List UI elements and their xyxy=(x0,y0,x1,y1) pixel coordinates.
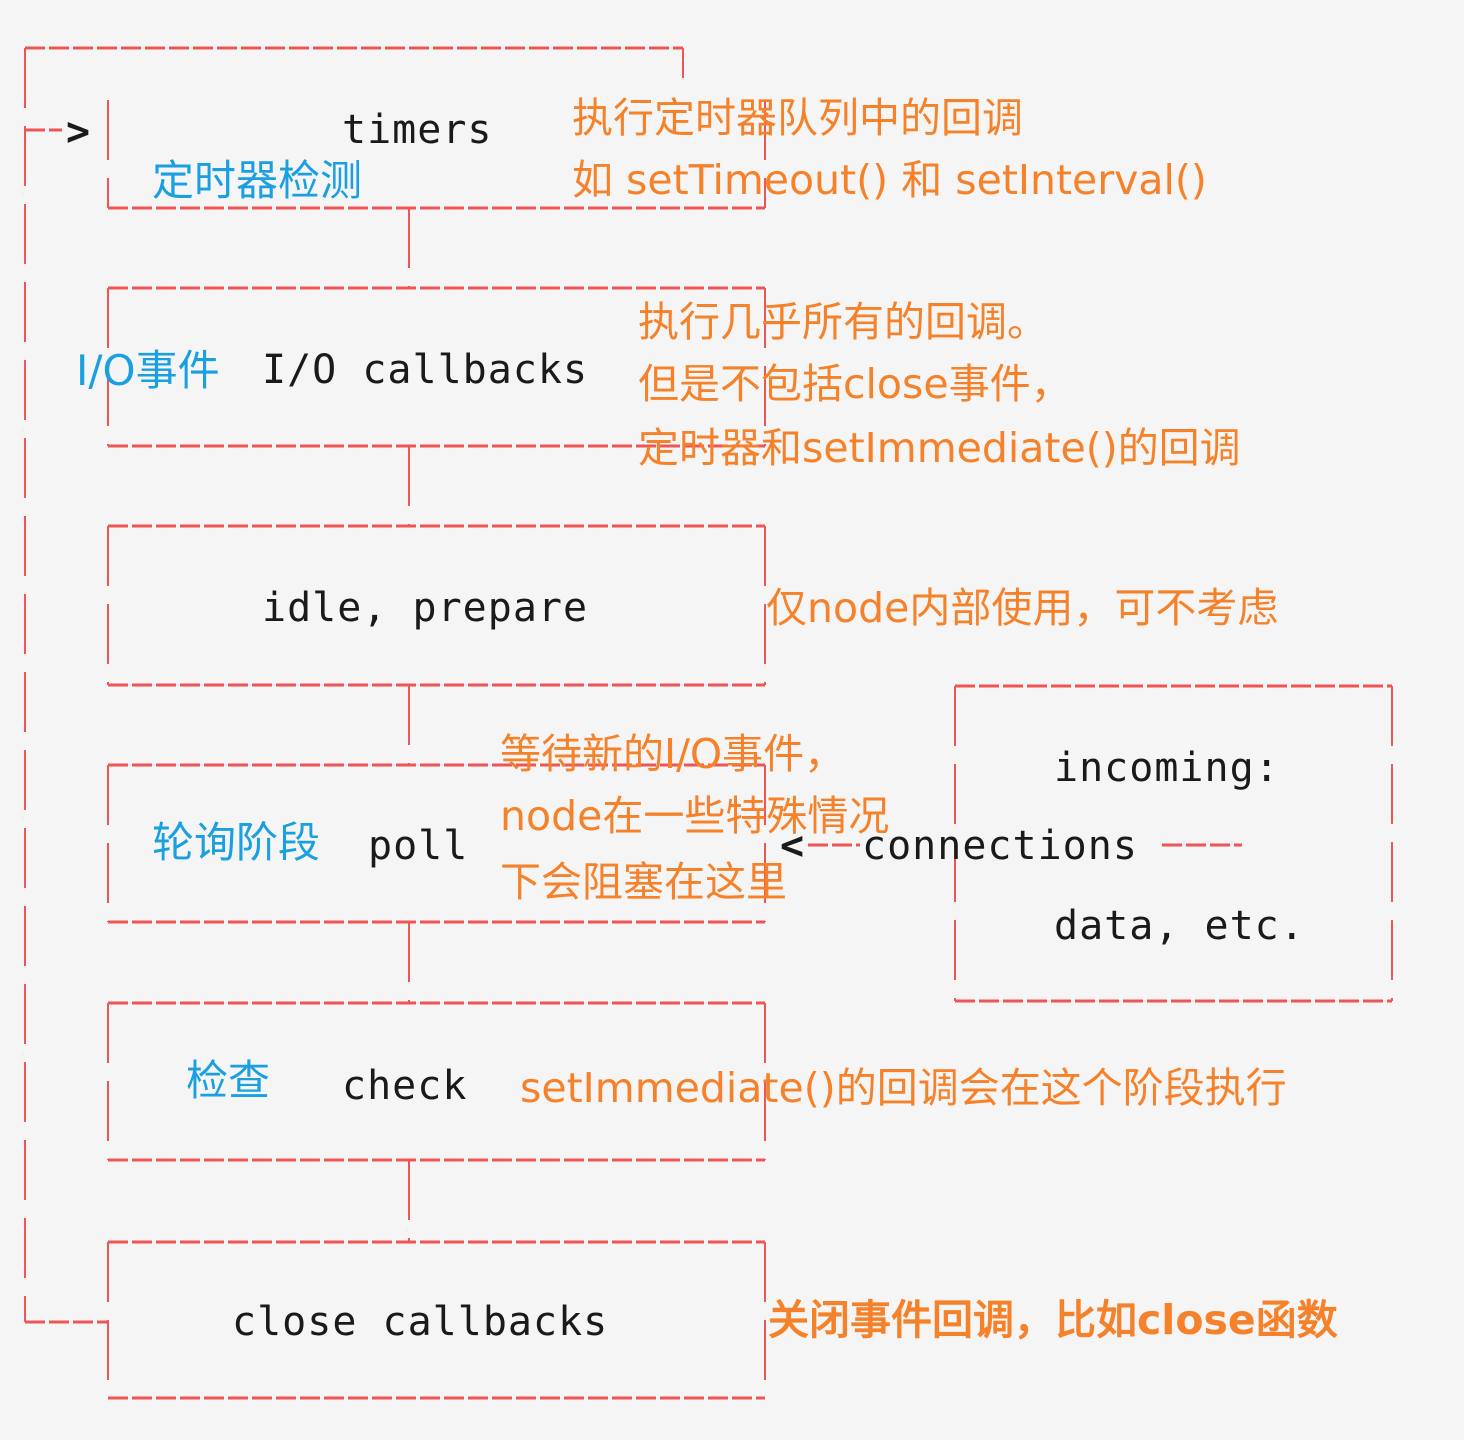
incoming-arrow-head-icon: < xyxy=(780,823,805,869)
phase-check-name: check xyxy=(342,1063,468,1109)
incoming-line1: incoming: xyxy=(1054,745,1280,791)
phase-check-annotation: setImmediate()的回调会在这个阶段执行 xyxy=(520,1064,1287,1112)
phase-timers-annotation-line1: 执行定时器队列中的回调 xyxy=(572,94,1023,142)
loop-arrow-head-icon: > xyxy=(66,109,91,155)
incoming-line3: data, etc. xyxy=(1054,903,1305,949)
phase-poll-annotation-line1: 等待新的I/O事件， xyxy=(500,730,846,778)
phase-io-cn-label: I/O事件 xyxy=(76,346,220,395)
phase-poll-cn-label: 轮询阶段 xyxy=(152,818,321,867)
phase-close-name: close callbacks xyxy=(232,1299,609,1345)
phase-io-annotation-line1: 执行几乎所有的回调。 xyxy=(638,298,1048,346)
phase-timers-name: timers xyxy=(342,107,493,153)
phase-close-annotation: 关闭事件回调，比如close函数 xyxy=(768,1296,1338,1344)
phase-io-annotation-line3: 定时器和setImmediate()的回调 xyxy=(638,424,1241,472)
phase-io-annotation-line2: 但是不包括close事件， xyxy=(638,360,1072,408)
phase-idle-name: idle, prepare xyxy=(262,585,589,631)
phase-poll-annotation-line2: node在一些特殊情况 xyxy=(500,792,890,840)
phase-poll-name: poll xyxy=(368,823,469,869)
incoming-line2: connections xyxy=(862,823,1138,869)
phase-timers-cn-label: 定时器检测 xyxy=(152,156,363,205)
phase-io-name: I/O callbacks xyxy=(262,347,589,393)
phase-idle-annotation: 仅node内部使用，可不考虑 xyxy=(766,584,1279,632)
phase-poll-annotation-line3: 下会阻塞在这里 xyxy=(500,858,787,906)
phase-timers-annotation-line2: 如 setTimeout() 和 setInterval() xyxy=(572,156,1207,204)
phase-check-cn-label: 检查 xyxy=(186,1056,271,1105)
